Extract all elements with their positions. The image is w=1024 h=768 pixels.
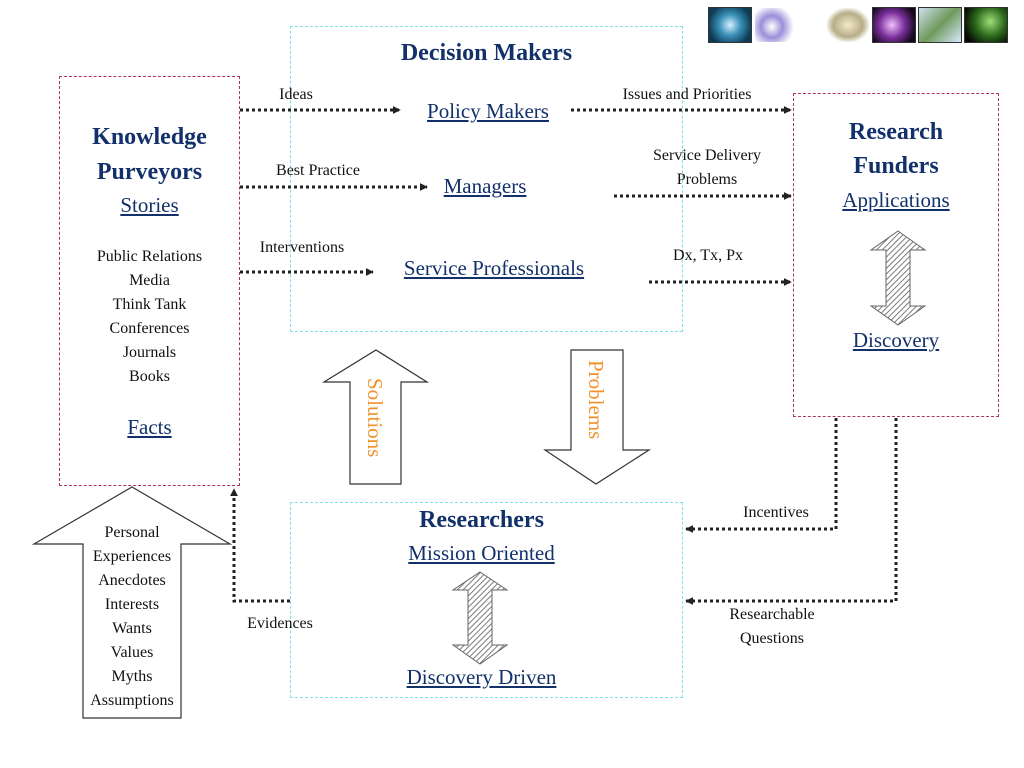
globe-thumbnail-icon [708, 7, 752, 43]
cell-thumbnail-icon [918, 7, 962, 43]
list-item: Books [129, 368, 170, 385]
service-delivery-label-line2: Problems [676, 171, 738, 188]
solutions-up-arrow [321, 349, 430, 485]
list-item: Wants [112, 620, 152, 637]
mission-oriented-link[interactable]: Mission Oriented [408, 541, 555, 565]
knowledge-purveyors-title-line2: Purveyors [96, 159, 203, 185]
solutions-label: Solutions [363, 378, 387, 458]
list-item: Myths [111, 668, 153, 685]
managers-link[interactable]: Managers [443, 174, 527, 198]
brain-scan-thumbnail-icon [872, 7, 916, 43]
list-item: Journals [122, 344, 177, 361]
list-item: Interests [104, 596, 160, 613]
decision-makers-box [290, 26, 683, 332]
neuron-thumbnail-icon [964, 7, 1008, 43]
best-practice-label: Best Practice [276, 162, 360, 179]
service-delivery-label-line1: Service Delivery [653, 147, 761, 164]
researchable-questions-arrow [685, 418, 898, 605]
list-item: Media [129, 272, 170, 289]
dx-tx-px-label: Dx, Tx, Px [673, 247, 743, 264]
device-thumbnail-icon [826, 7, 870, 43]
list-item: Anecdotes [98, 572, 166, 589]
list-item: Public Relations [96, 248, 203, 265]
list-item: Personal [104, 524, 160, 541]
knowledge-purveyors-box [59, 76, 240, 486]
list-item: Think Tank [112, 296, 187, 313]
list-item: Assumptions [90, 692, 174, 709]
issues-priorities-label: Issues and Priorities [622, 86, 752, 103]
problems-label: Problems [584, 360, 608, 440]
researchers-box [290, 502, 683, 698]
problems-down-arrow [543, 349, 652, 485]
decision-makers-title: Decision Makers [400, 40, 573, 66]
knowledge-purveyors-title-line1: Knowledge [92, 124, 207, 150]
evidences-arrow [230, 488, 290, 603]
researchers-title: Researchers [419, 507, 544, 533]
policy-makers-link[interactable]: Policy Makers [427, 99, 549, 123]
discovery-link[interactable]: Discovery [852, 328, 940, 352]
research-funders-title-line1: Research [848, 119, 944, 145]
incentives-label: Incentives [743, 504, 809, 521]
funders-double-arrow [869, 230, 927, 326]
incentives-arrow [685, 418, 838, 533]
personal-influences-up-arrow [31, 486, 233, 719]
interventions-label: Interventions [259, 239, 345, 256]
researchable-questions-label-line2: Questions [740, 630, 804, 647]
ideas-label: Ideas [279, 86, 313, 103]
list-item: Experiences [92, 548, 172, 565]
researchable-questions-label-line1: Researchable [729, 606, 815, 623]
applications-link[interactable]: Applications [842, 188, 950, 212]
stories-link[interactable]: Stories [120, 193, 179, 217]
researchers-double-arrow [451, 571, 509, 665]
gear-thumbnail-icon [754, 7, 798, 43]
evidences-label: Evidences [247, 615, 313, 632]
facts-link[interactable]: Facts [127, 415, 172, 439]
research-funders-box [793, 93, 999, 417]
service-professionals-link[interactable]: Service Professionals [403, 256, 585, 280]
personal-influences-list: Personal Experiences Anecdotes Interests… [72, 521, 192, 713]
list-item: Values [110, 644, 154, 661]
discovery-driven-link[interactable]: Discovery Driven [406, 665, 557, 689]
research-funders-title-line2: Funders [853, 153, 939, 179]
list-item: Conferences [109, 320, 190, 337]
knowledge-purveyors-list: Public Relations Media Think Tank Confer… [59, 245, 240, 389]
